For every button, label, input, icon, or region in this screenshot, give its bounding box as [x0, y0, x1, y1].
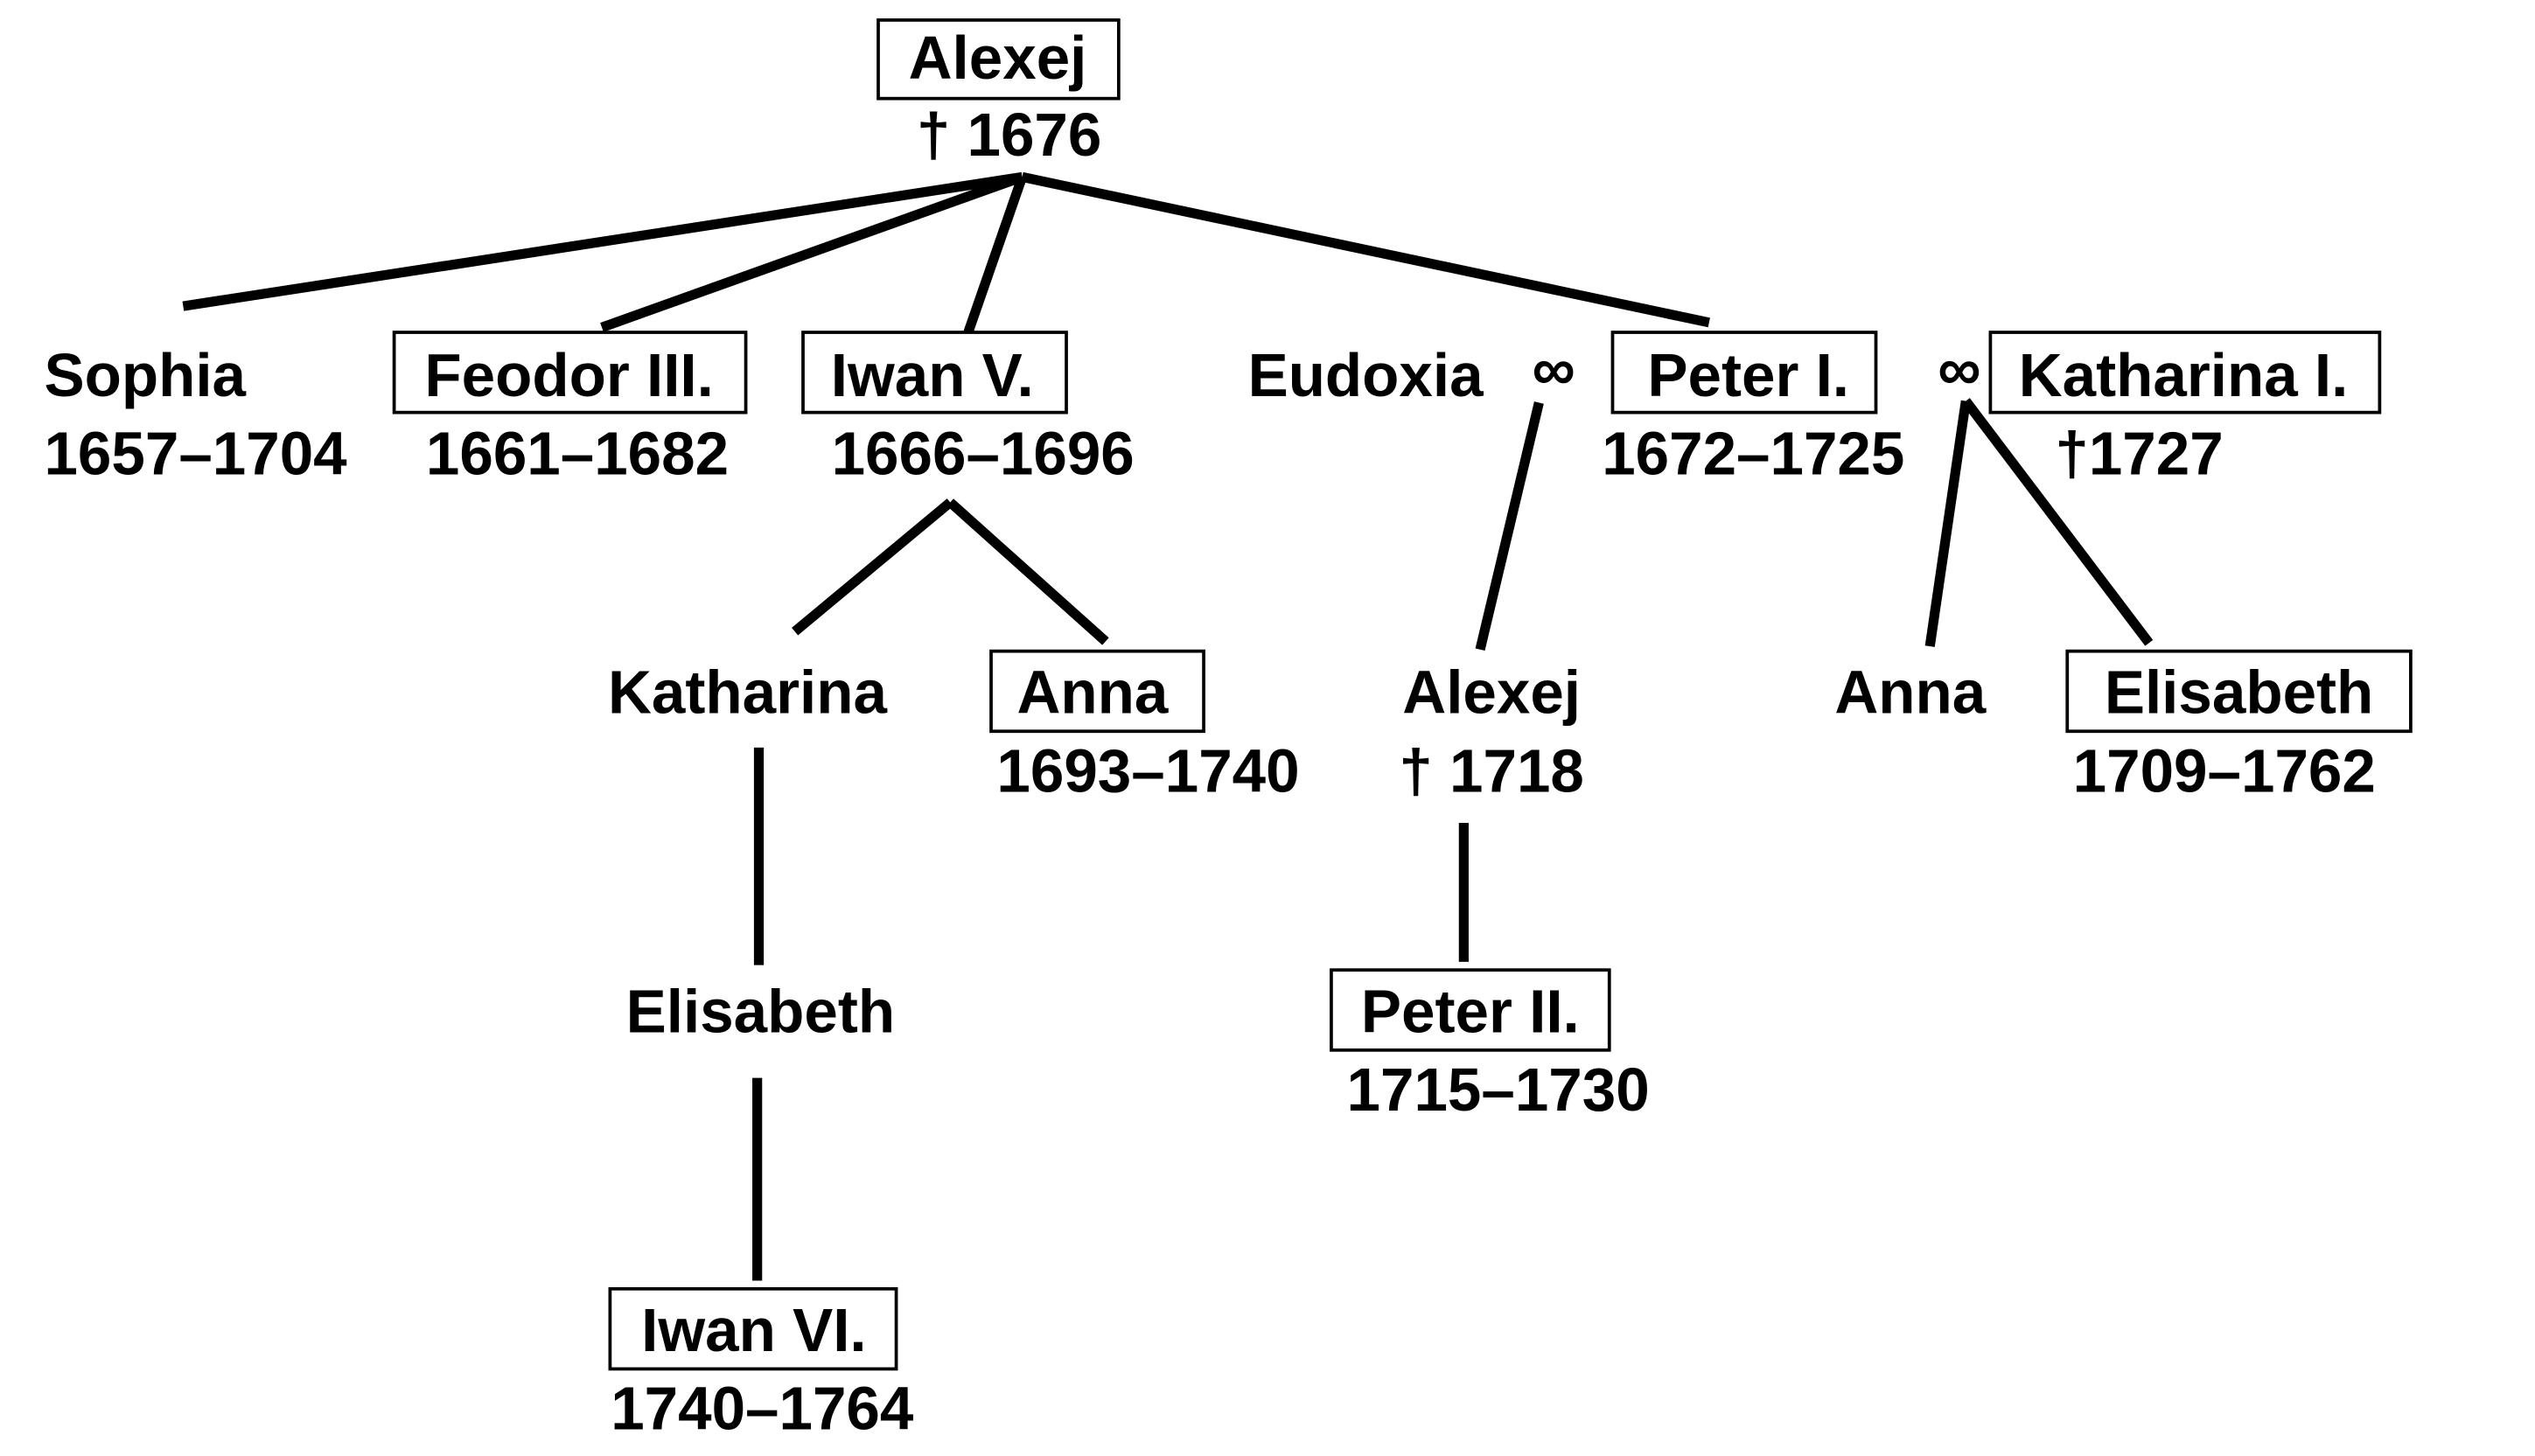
person-name: Alexej	[909, 24, 1087, 92]
person-name: Feodor III.	[424, 341, 713, 409]
marriage-symbol: ∞	[1938, 334, 1980, 402]
edge-katharina1-elisabeth	[1961, 398, 2154, 646]
person-dates: 1661–1682	[426, 420, 729, 488]
person-dates: 1666–1696	[832, 420, 1135, 488]
person-name: Elisabeth	[2105, 658, 2373, 727]
person-name: Iwan VI.	[641, 1296, 866, 1364]
person-dates: †1727	[2055, 420, 2223, 488]
ruler-box	[2065, 649, 2413, 734]
person-dates: 1715–1730	[1347, 1055, 1650, 1124]
ruler-box	[876, 18, 1121, 101]
person-name: Peter I.	[1647, 341, 1849, 409]
person-dates: 1672–1725	[1602, 420, 1904, 488]
person-name: Anna	[1834, 658, 1986, 727]
edge-iwan5-katharina	[792, 498, 953, 636]
person-name: Peter II.	[1361, 977, 1580, 1045]
marriage-symbol: ∞	[1533, 334, 1575, 402]
person-iwan5: Iwan V. 1666–1696	[801, 331, 1135, 488]
person-name: Katharina I.	[2019, 341, 2349, 409]
edge-alexej-sophia	[182, 171, 1023, 311]
person-name: Elisabeth	[626, 977, 895, 1045]
edge-alexej-feodor	[600, 172, 1024, 332]
ruler-box	[608, 1286, 898, 1371]
person-name: Sophia	[44, 341, 246, 409]
person-dates: 1740–1764	[611, 1375, 914, 1443]
person-elisabeth-katharina: Elisabeth	[626, 977, 895, 1045]
person-eudoxia: Eudoxia ∞	[1248, 334, 1575, 408]
edge-alexej-iwan5	[963, 175, 1027, 334]
person-alexej-root: Alexej † 1676	[876, 18, 1121, 169]
person-anna-iwan: Anna 1693–1740	[989, 649, 1300, 805]
person-feodor: Feodor III. 1661–1682	[392, 331, 748, 488]
person-name: Eudoxia	[1248, 341, 1484, 409]
edge-alexej-peter1	[1021, 171, 1710, 328]
person-sophia: Sophia 1657–1704	[44, 341, 347, 488]
person-iwan6: Iwan VI. 1740–1764	[608, 1286, 914, 1443]
person-name: Iwan V.	[831, 341, 1034, 409]
person-dates: † 1676	[917, 101, 1102, 169]
edge-iwan5-anna	[946, 498, 1109, 645]
ruler-box	[801, 331, 1068, 415]
person-anna-peter: Anna	[1834, 658, 1986, 727]
ruler-box	[989, 649, 1205, 734]
person-dates: 1657–1704	[44, 420, 347, 488]
person-name: Anna	[1016, 658, 1168, 727]
ruler-box	[1610, 331, 1878, 415]
ruler-box	[1988, 331, 2382, 415]
person-peter2: Peter II. 1715–1730	[1330, 968, 1650, 1124]
edge-eudoxia-alexej	[1475, 401, 1544, 651]
person-katharina1: Katharina I. †1727	[1988, 331, 2382, 488]
person-name: Alexej	[1402, 658, 1581, 727]
ruler-box	[392, 331, 748, 415]
edge-katharina1-anna	[1924, 400, 1971, 647]
ruler-box	[1330, 968, 1611, 1052]
person-katharina: Katharina	[608, 658, 888, 727]
person-name: Katharina	[608, 658, 888, 727]
person-dates: 1709–1762	[2073, 736, 2376, 805]
person-alexej-son: Alexej † 1718	[1399, 658, 1584, 805]
person-elisabeth-peter: Elisabeth 1709–1762	[2065, 649, 2413, 805]
person-dates: † 1718	[1399, 736, 1584, 805]
connectors	[182, 171, 2154, 1281]
person-peter1: Peter I. 1672–1725 ∞	[1602, 331, 1981, 488]
person-dates: 1693–1740	[996, 736, 1299, 805]
